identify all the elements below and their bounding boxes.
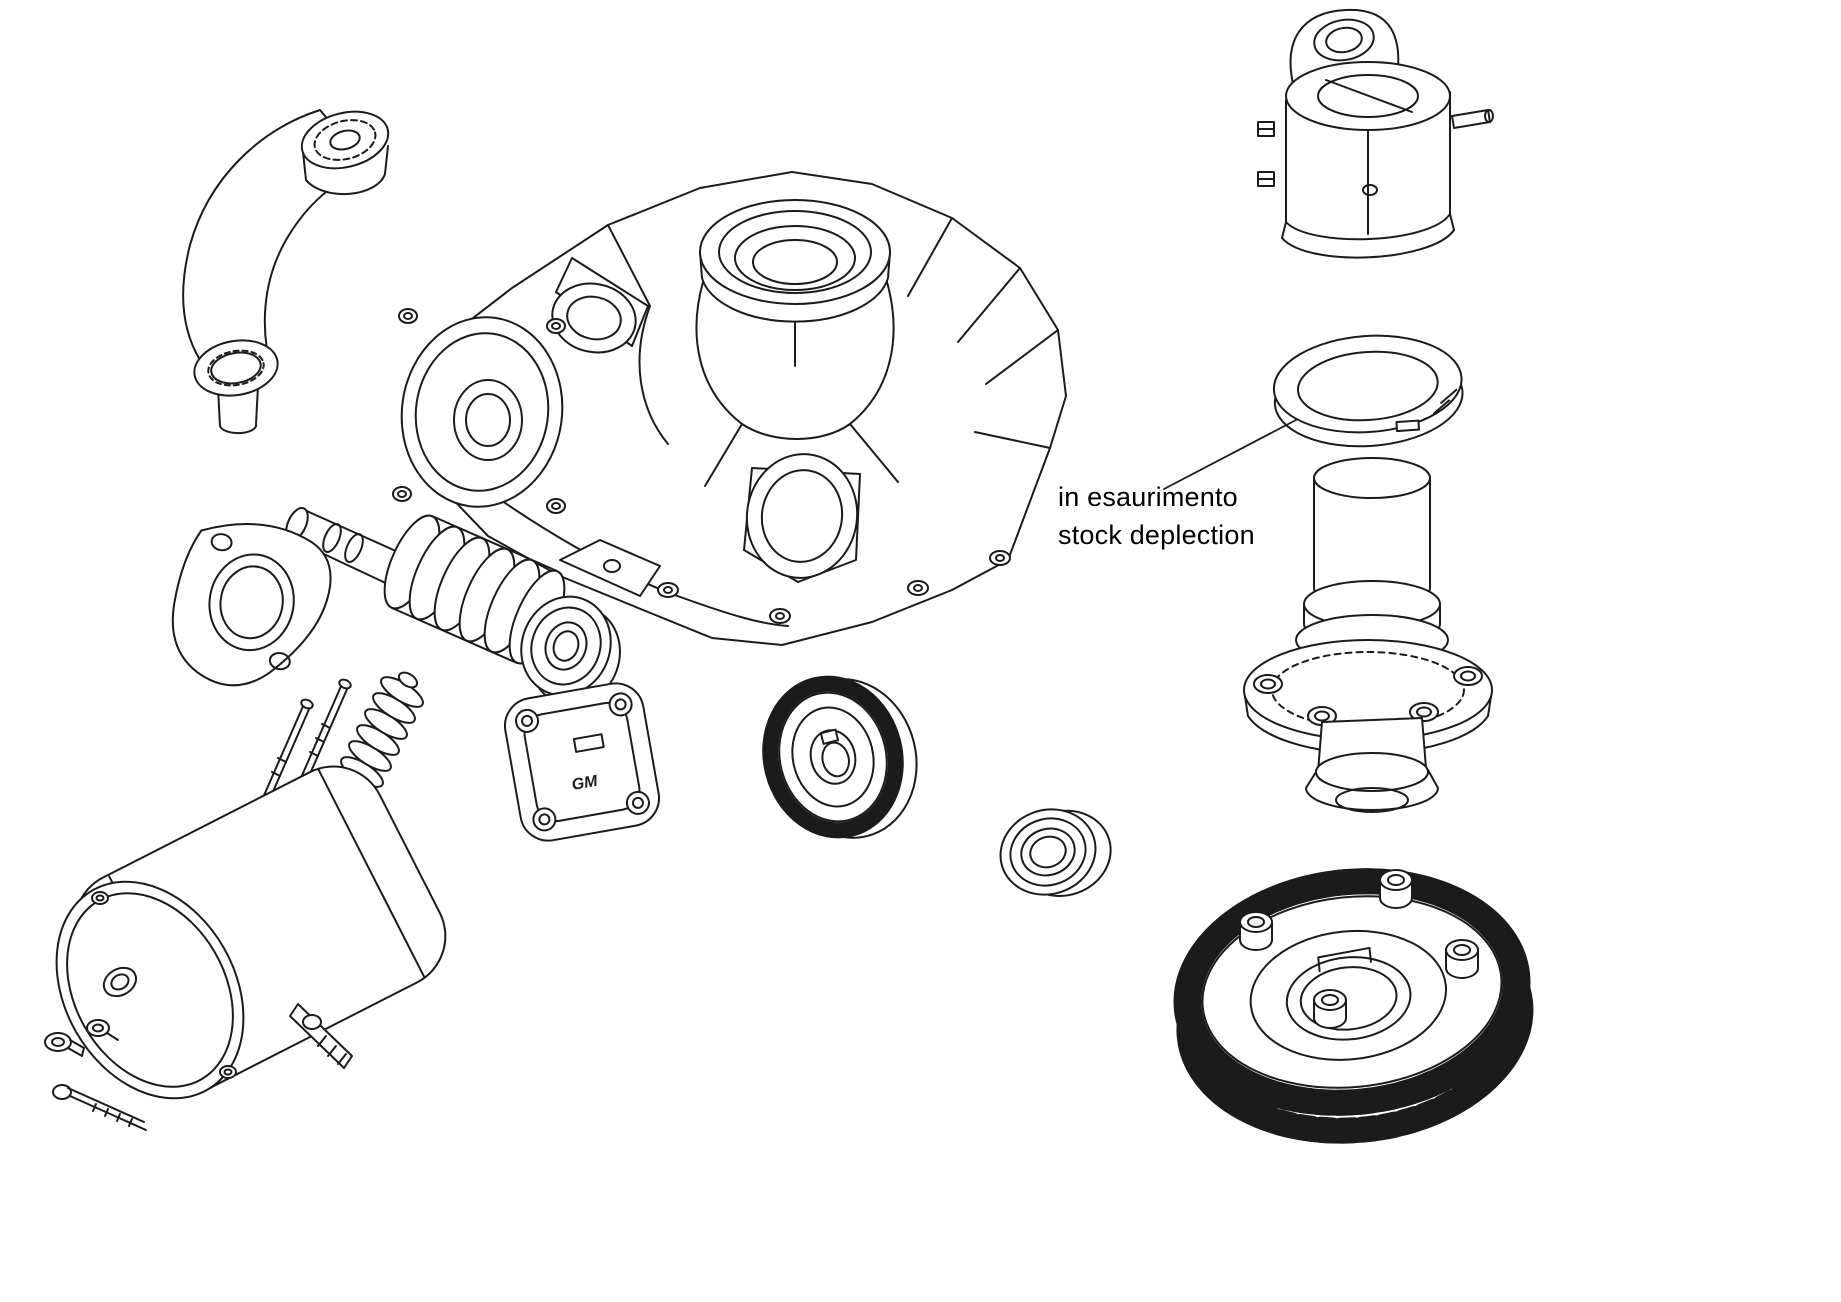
- mounting-screws: [44, 1019, 147, 1131]
- gear-bolt: [1239, 869, 1479, 1029]
- stock-note-line1: in esaurimento: [1058, 482, 1238, 512]
- clamp-pin: [1451, 109, 1494, 129]
- motor: [55, 671, 447, 1100]
- cover-plate: GM: [503, 682, 661, 842]
- cover-plate-logo: GM: [570, 773, 599, 794]
- motor-shaft: [289, 1003, 353, 1069]
- worm-gear: [762, 675, 918, 839]
- output-hub: [1243, 457, 1493, 813]
- gearbox-housing: [392, 171, 1067, 646]
- long-screw: [52, 1084, 147, 1131]
- motor-stud: [261, 678, 352, 804]
- bellows-spring: [340, 671, 424, 788]
- lever-arm: [182, 109, 390, 435]
- snap-ring: [1272, 334, 1464, 448]
- output-gear: [1173, 868, 1534, 1144]
- shaft-clamp: [1257, 8, 1494, 259]
- clamp-bolt: [1257, 121, 1275, 187]
- annotation-leader-line: [1163, 419, 1297, 490]
- bearing-flange-plate: [171, 523, 332, 687]
- ball-bearing: [999, 808, 1112, 897]
- stock-note-line2: stock deplection: [1058, 520, 1255, 551]
- stock-note: in esaurimento stock deplection: [1058, 478, 1255, 555]
